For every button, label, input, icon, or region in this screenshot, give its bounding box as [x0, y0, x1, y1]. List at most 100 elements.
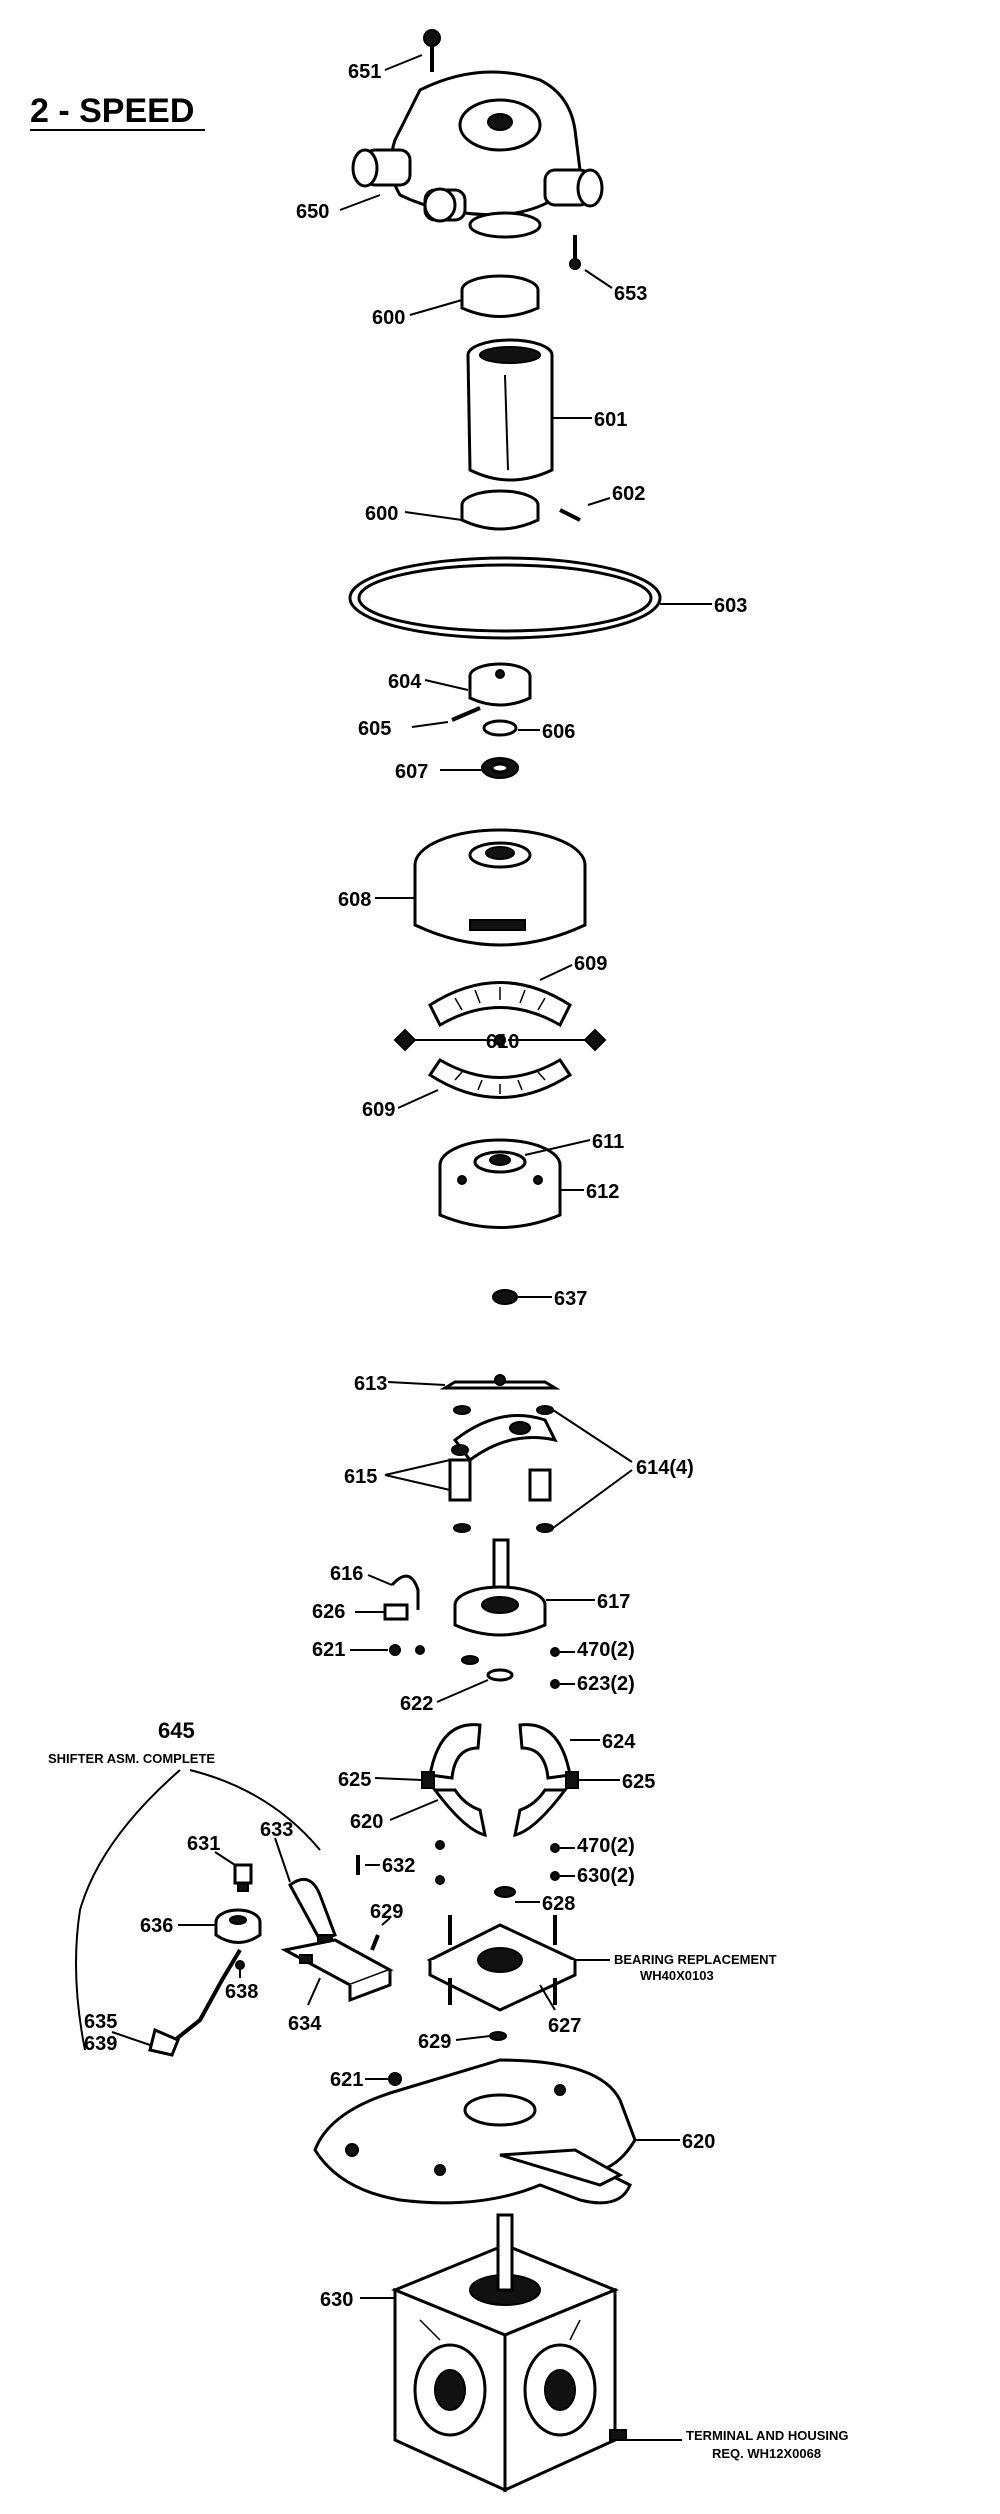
callout-607: 607 — [395, 761, 428, 783]
callout-630: 630 — [320, 2289, 353, 2311]
leader-614b — [552, 1469, 633, 1529]
part-621-washer-lower — [388, 2072, 402, 2086]
callout-625b: 625 — [622, 1771, 655, 1793]
callout-470b: 470(2) — [577, 1835, 635, 1857]
part-653-screw — [569, 235, 581, 270]
part-628-washer — [494, 1886, 516, 1898]
callout-653: 653 — [614, 283, 647, 305]
leader-616 — [367, 1574, 393, 1586]
callout-634: 634 — [288, 2013, 322, 2035]
callout-600a: 600 — [372, 307, 405, 329]
callout-603: 603 — [714, 595, 747, 617]
leader-609a — [539, 964, 573, 981]
part-616-clip — [390, 1574, 420, 1610]
leader-651 — [384, 54, 423, 71]
leader-620 — [389, 1799, 439, 1821]
callout-637: 637 — [554, 1288, 587, 1310]
callout-630b: 630(2) — [577, 1865, 635, 1887]
callout-627: 627 — [548, 2015, 581, 2037]
callout-612: 612 — [586, 1181, 619, 1203]
part-651-screw — [423, 29, 441, 72]
part-621-washer — [389, 1644, 401, 1656]
part-624-clamp-ring — [421, 1723, 579, 1838]
leader-633 — [274, 1837, 291, 1883]
callout-621b: 621 — [330, 2069, 363, 2091]
part-614-washers — [453, 1405, 554, 1533]
leader-605 — [411, 721, 449, 728]
callout-606: 606 — [542, 721, 575, 743]
leader-602 — [587, 497, 611, 506]
callout-639: 639 — [84, 2033, 117, 2055]
leader-615a — [384, 1459, 451, 1476]
callout-620: 620 — [350, 1811, 383, 1833]
part-602-screw — [559, 508, 581, 522]
callout-610: 610 — [486, 1031, 519, 1053]
callout-631: 631 — [187, 1833, 220, 1855]
leader-629a — [381, 1917, 391, 1926]
part-600-clamp-upper — [460, 274, 540, 318]
part-627-mounting-plate — [426, 1915, 579, 2012]
part-470-washer-upper — [550, 1647, 560, 1657]
part-470-washer-lower — [550, 1843, 560, 1853]
callout-632: 632 — [382, 1855, 415, 1877]
terminal-note-line1: TERMINAL AND HOUSING — [686, 2428, 849, 2443]
callout-621a: 621 — [312, 1639, 345, 1661]
shifter-bracket-left — [75, 1769, 181, 2051]
leader-613 — [387, 1381, 446, 1386]
callout-611: 611 — [592, 1131, 624, 1153]
part-606-ring — [482, 719, 518, 737]
leader-634 — [307, 1977, 321, 2006]
leader-622 — [436, 1679, 489, 1703]
callout-636: 636 — [140, 1915, 173, 1937]
callout-651: 651 — [348, 61, 381, 83]
callout-613: 613 — [354, 1373, 387, 1395]
part-623-nut-upper — [550, 1679, 560, 1689]
callout-600b: 600 — [365, 503, 398, 525]
part-650-valve-housing — [351, 70, 604, 239]
bearing-note-line2: WH40X0103 — [640, 1968, 714, 1983]
callout-617: 617 — [597, 1591, 630, 1613]
leader-631 — [214, 1851, 236, 1866]
callout-624: 624 — [602, 1731, 636, 1753]
leader-615b — [384, 1474, 451, 1491]
part-626-block — [383, 1603, 409, 1621]
leader-611 — [524, 1139, 591, 1156]
part-633-actuator — [288, 1877, 337, 1950]
callout-629a: 629 — [370, 1901, 403, 1923]
callout-616: 616 — [330, 1563, 363, 1585]
part-605-pin — [451, 706, 481, 722]
leader-600a — [409, 299, 463, 316]
part-630-nut-lower — [550, 1871, 560, 1881]
part-617-gear — [453, 1538, 547, 1637]
callout-615: 615 — [344, 1466, 377, 1488]
callout-650: 650 — [296, 201, 329, 223]
terminal-note-line2: REQ. WH12X0068 — [712, 2446, 821, 2461]
callout-608: 608 — [338, 889, 371, 911]
part-622-pin — [486, 1668, 514, 1682]
shifter-bracket-right — [189, 1769, 321, 1851]
part-630-transmission — [391, 2213, 627, 2493]
callout-614: 614(4) — [636, 1457, 694, 1479]
leader-600b — [404, 511, 463, 521]
part-609-brake-shoe-lower — [427, 1057, 573, 1099]
callout-609b: 609 — [362, 1099, 395, 1121]
leader-635 — [111, 2031, 151, 2046]
leader-627 — [539, 1984, 556, 2011]
part-631-lever — [233, 1863, 253, 1892]
callout-628: 628 — [542, 1893, 575, 1915]
part-613-plate — [439, 1374, 561, 1390]
shifter-label: SHIFTER ASM. COMPLETE — [48, 1751, 215, 1766]
part-629-pin-upper — [370, 1934, 380, 1951]
leader-650 — [339, 194, 381, 211]
part-607-nut — [481, 757, 519, 779]
shifter-number: 645 — [158, 1718, 195, 1743]
callout-620b: 620 — [682, 2131, 715, 2153]
part-608-drum — [413, 828, 587, 947]
callout-626: 626 — [312, 1601, 345, 1623]
callout-609a: 609 — [574, 953, 607, 975]
leader-614a — [552, 1409, 633, 1463]
part-637-nut — [492, 1289, 518, 1305]
bearing-note-line1: BEARING REPLACEMENT — [614, 1952, 777, 1967]
part-603-belt — [348, 556, 662, 640]
part-600-clamp-lower — [460, 489, 540, 531]
